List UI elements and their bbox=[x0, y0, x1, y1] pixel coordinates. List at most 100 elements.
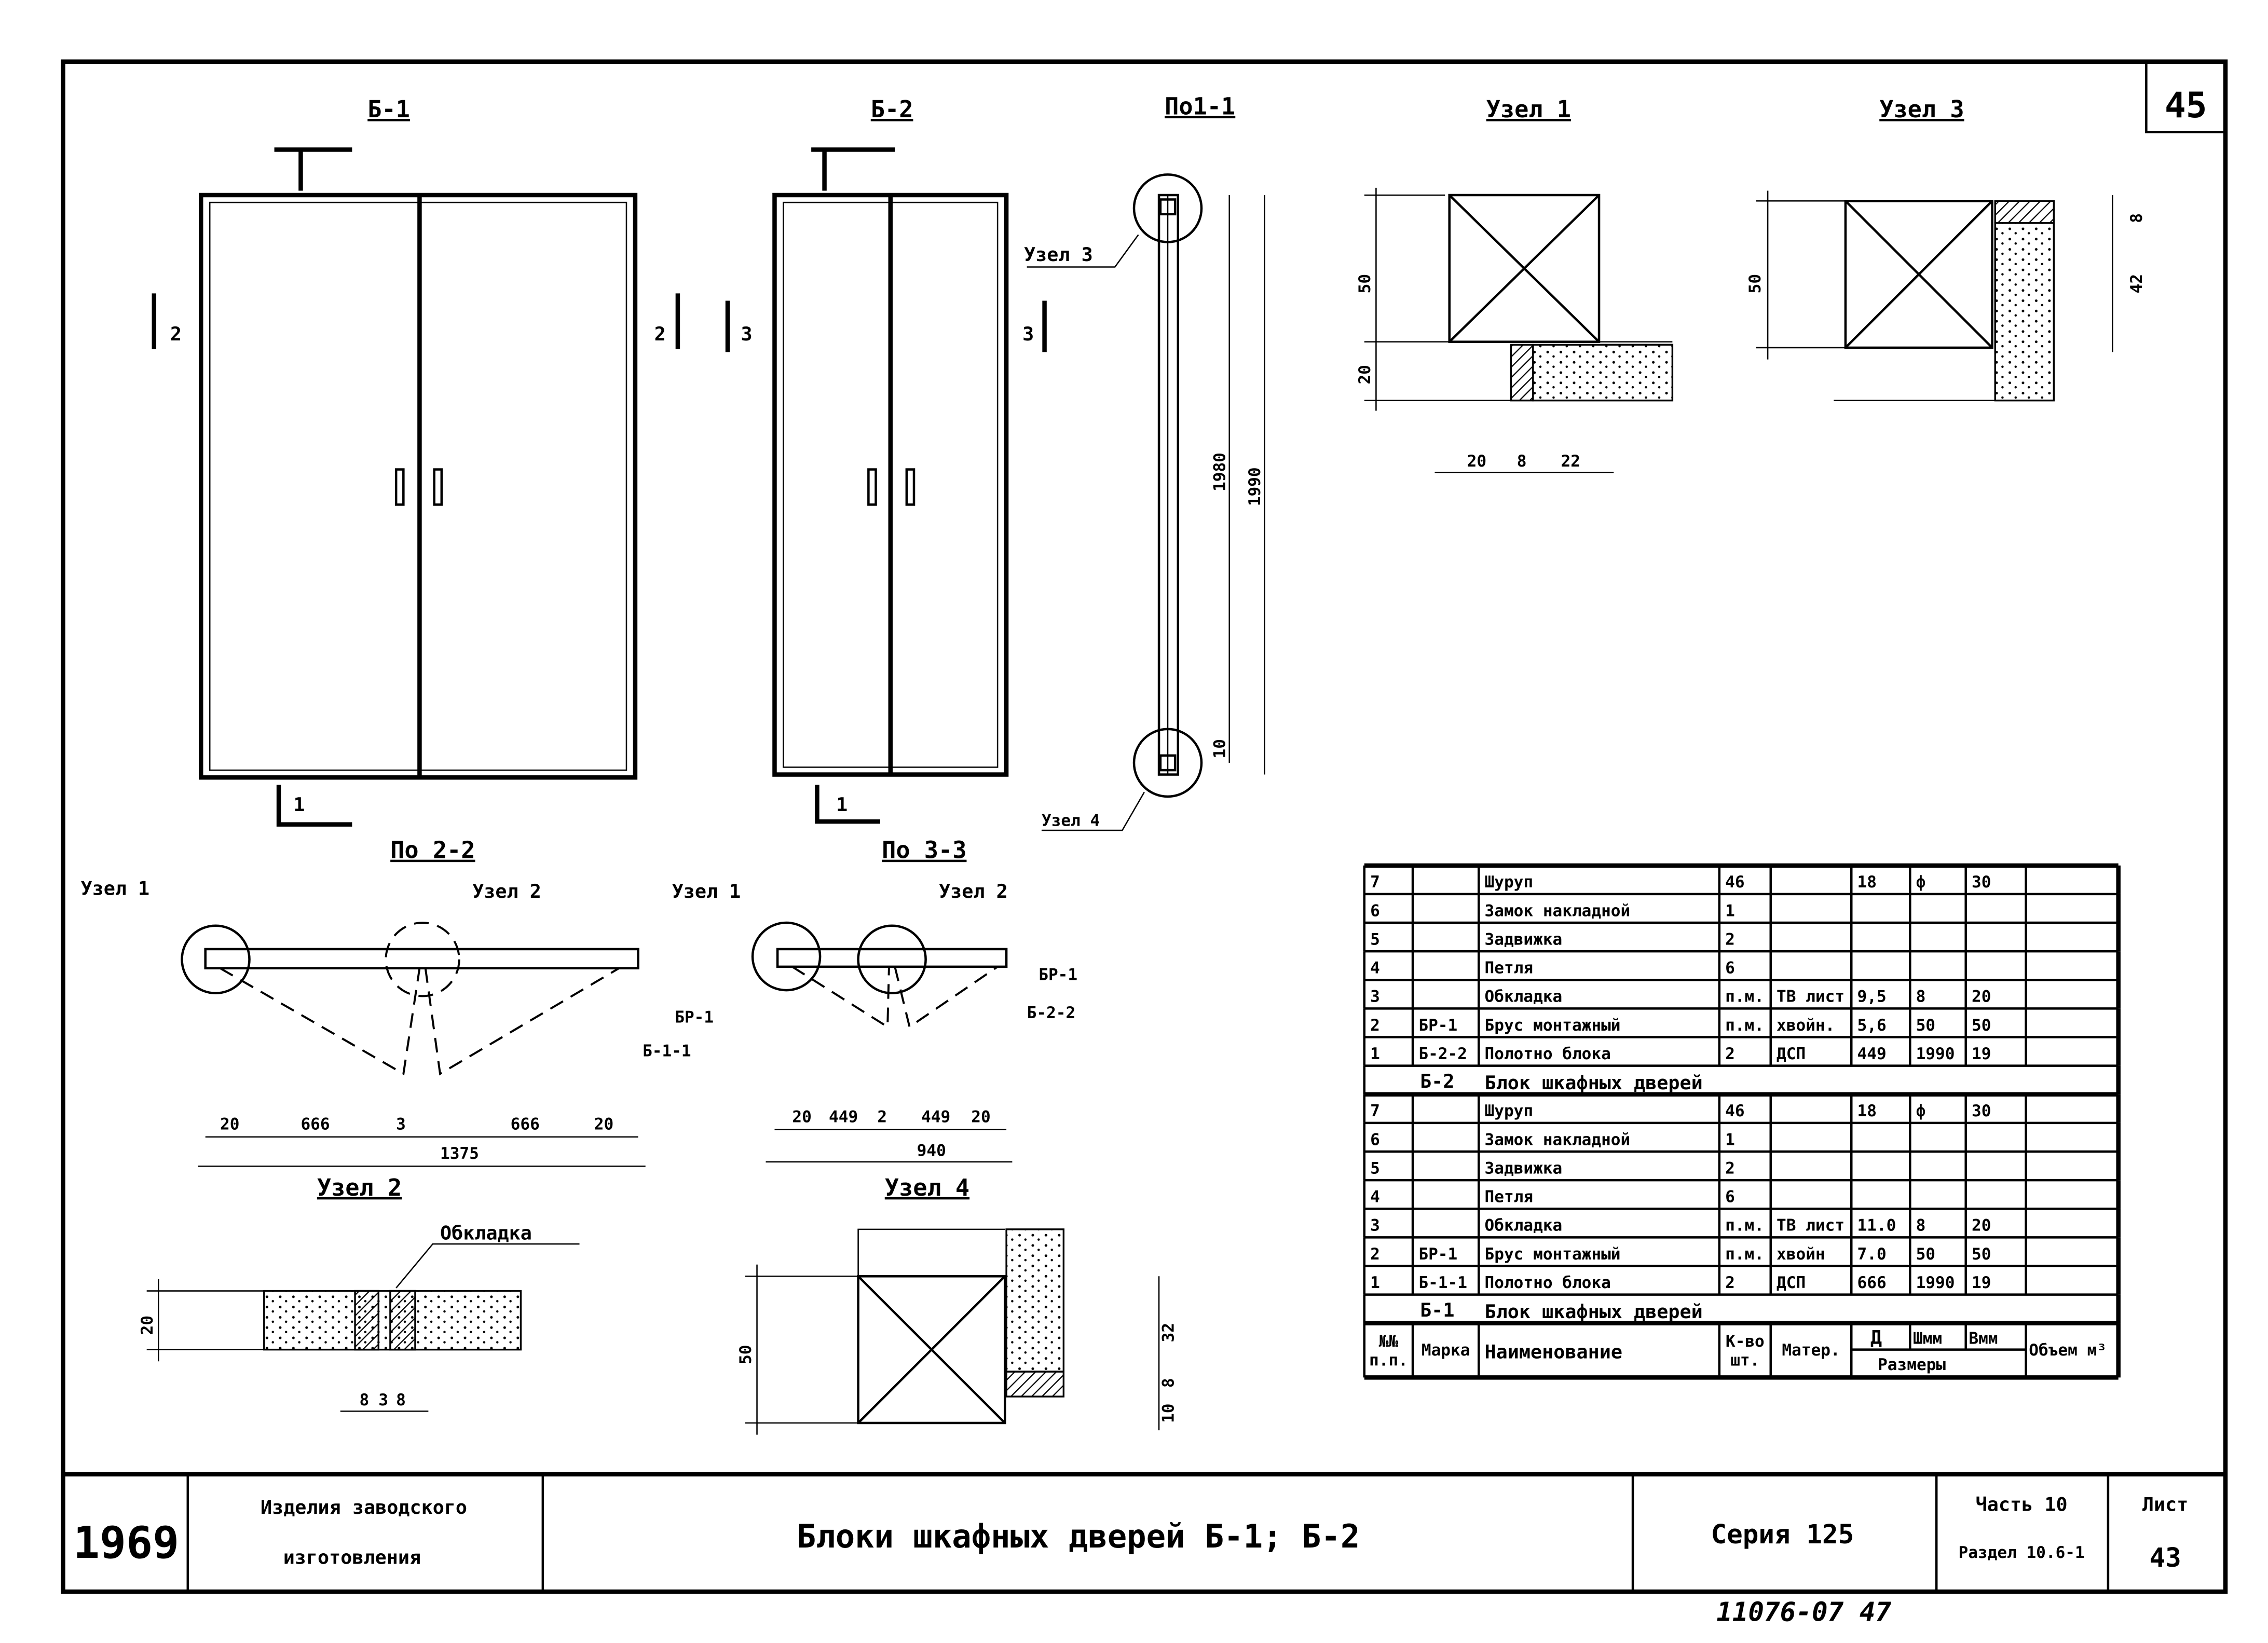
header-volume: Объем м³ bbox=[2029, 1341, 2107, 1360]
dim-50: 50 bbox=[1746, 274, 1765, 293]
section-mark-2: 2 bbox=[654, 323, 666, 345]
table-cell: 2 bbox=[1725, 930, 1735, 949]
table-cell: 2 bbox=[1725, 1159, 1735, 1178]
section-mark-3: 3 bbox=[741, 323, 752, 345]
header-b: Вмм bbox=[1969, 1329, 1998, 1348]
year: 1969 bbox=[73, 1517, 179, 1568]
series: Серия 125 bbox=[1711, 1519, 1854, 1550]
callout-uzel4: Узел 4 bbox=[1042, 811, 1100, 830]
table-cell: 8 bbox=[1916, 1216, 1926, 1235]
table-cell: Задвижка bbox=[1485, 1159, 1563, 1178]
table-cell: 30 bbox=[1972, 873, 1991, 892]
table-cell: Замок накладной bbox=[1485, 1130, 1631, 1149]
table-cell: Полотно блока bbox=[1485, 1045, 1611, 1063]
table-cell: 6 bbox=[1370, 901, 1380, 920]
table-cell: 1 bbox=[1725, 1130, 1735, 1149]
header-qty-cell: К-во шт. bbox=[1726, 1331, 1765, 1369]
detail-uzel2: 20 8 3 8 Обкладка bbox=[138, 1222, 580, 1412]
table-cell: 4 bbox=[1370, 959, 1380, 978]
label-br1-b: БР-1 bbox=[1039, 965, 1077, 984]
table-cell: п.м. bbox=[1725, 1216, 1764, 1235]
category-line1: Изделия заводского bbox=[261, 1496, 467, 1518]
dim-50: 50 bbox=[1356, 274, 1374, 293]
header-material: Матер. bbox=[1782, 1341, 1840, 1360]
table-cell: Замок накладной bbox=[1485, 901, 1631, 920]
dim: 20 bbox=[594, 1115, 613, 1134]
table-cell: 1 bbox=[1370, 1274, 1380, 1292]
table-cell: ДСП bbox=[1777, 1045, 1806, 1063]
detail-uzel1: 50 20 20 8 22 bbox=[1356, 187, 1674, 473]
table-cell: 19 bbox=[1972, 1045, 1991, 1063]
table-cell: 19 bbox=[1972, 1274, 1991, 1292]
table-cell: Брус монтажный bbox=[1485, 1245, 1621, 1264]
table-cell: 4 bbox=[1370, 1188, 1380, 1207]
table-cell: 8 bbox=[1916, 988, 1926, 1006]
group-mark: Б-1 bbox=[1420, 1299, 1454, 1321]
header-num: №№ п.п. bbox=[1369, 1331, 1408, 1370]
dim: 8 bbox=[360, 1391, 370, 1409]
title-po11: По1-1 bbox=[1165, 92, 1235, 120]
dim: 666 bbox=[300, 1115, 330, 1134]
table-cell: ДСП bbox=[1777, 1274, 1806, 1292]
table-cell: 6 bbox=[1370, 1130, 1380, 1149]
dim: 3 bbox=[378, 1391, 388, 1409]
label-b22: Б-2-2 bbox=[1027, 1004, 1076, 1022]
label-b11: Б-1-1 bbox=[643, 1042, 691, 1060]
door-block-b2-elevation: 1 3 3 bbox=[725, 147, 1047, 824]
dim-10: 10 bbox=[1159, 1404, 1178, 1423]
callout-uzel3: Узел 3 bbox=[1024, 243, 1093, 266]
table-cell: 6 bbox=[1725, 959, 1735, 978]
door-block-b1-elevation: 1 2 2 bbox=[152, 147, 680, 827]
table-cell: ф bbox=[1916, 873, 1926, 892]
table-cell: 46 bbox=[1725, 873, 1744, 892]
drawing-title: Блоки шкафных дверей Б-1; Б-2 bbox=[797, 1517, 1360, 1555]
header-d: Д bbox=[1870, 1326, 1882, 1348]
dim-total: 1375 bbox=[440, 1144, 479, 1163]
table-cell: 18 bbox=[1857, 1102, 1877, 1120]
table-cell: 1990 bbox=[1916, 1045, 1955, 1063]
section-mark-1: 1 bbox=[293, 793, 305, 816]
dim: 20 bbox=[1467, 452, 1486, 471]
dim-10: 10 bbox=[1210, 739, 1229, 758]
table-cell: 5 bbox=[1370, 930, 1380, 949]
group-mark: Б-2 bbox=[1420, 1070, 1454, 1092]
table-cell: Задвижка bbox=[1485, 930, 1563, 949]
label-obkladka: Обкладка bbox=[440, 1222, 532, 1244]
table-cell: п.м. bbox=[1725, 1016, 1764, 1035]
table-cell: п.м. bbox=[1725, 1245, 1764, 1264]
dim-8: 8 bbox=[2127, 213, 2146, 223]
dim: 8 bbox=[1517, 452, 1527, 471]
table-cell: Обкладка bbox=[1485, 988, 1563, 1006]
dim: 20 bbox=[792, 1107, 811, 1126]
table-cell: 50 bbox=[1972, 1245, 1991, 1264]
callout-uzel2: Узел 2 bbox=[472, 880, 541, 902]
table-cell: ф bbox=[1916, 1102, 1926, 1120]
header-name: Наименование bbox=[1485, 1341, 1622, 1363]
table-cell: 7 bbox=[1370, 873, 1380, 892]
table-cell: 1990 bbox=[1916, 1274, 1955, 1292]
table-cell: 3 bbox=[1370, 1216, 1380, 1235]
table-cell: 2 bbox=[1725, 1274, 1735, 1292]
header-num-cell: №№ п.п. bbox=[1369, 1331, 1408, 1370]
table-cell: 1 bbox=[1725, 901, 1735, 920]
dim-total: 940 bbox=[917, 1142, 946, 1160]
table-cell: Обкладка bbox=[1485, 1216, 1563, 1235]
table-cell: 11.0 bbox=[1857, 1216, 1896, 1235]
table-cell: 20 bbox=[1972, 1216, 1991, 1235]
sheet: 43 bbox=[2150, 1542, 2181, 1573]
table-cell: 20 bbox=[1972, 988, 1991, 1006]
title-block: 1969 Изделия заводского изготовления Бло… bbox=[63, 1472, 2226, 1592]
archive-number: 11076-07 47 bbox=[1716, 1597, 1891, 1627]
dim: 666 bbox=[511, 1115, 540, 1134]
dim-42: 42 bbox=[2127, 274, 2146, 293]
detail-uzel4: 50 32 10 8 bbox=[736, 1228, 1178, 1435]
table-cell: БР-1 bbox=[1418, 1245, 1457, 1264]
table-cell: ТВ лист bbox=[1777, 1216, 1845, 1235]
title-po33: По 3-3 bbox=[882, 837, 966, 864]
section-mark-1: 1 bbox=[836, 793, 848, 816]
title-b1: Б-1 bbox=[367, 95, 410, 123]
dim: 3 bbox=[396, 1115, 406, 1134]
table-cell: 2 bbox=[1725, 1045, 1735, 1063]
